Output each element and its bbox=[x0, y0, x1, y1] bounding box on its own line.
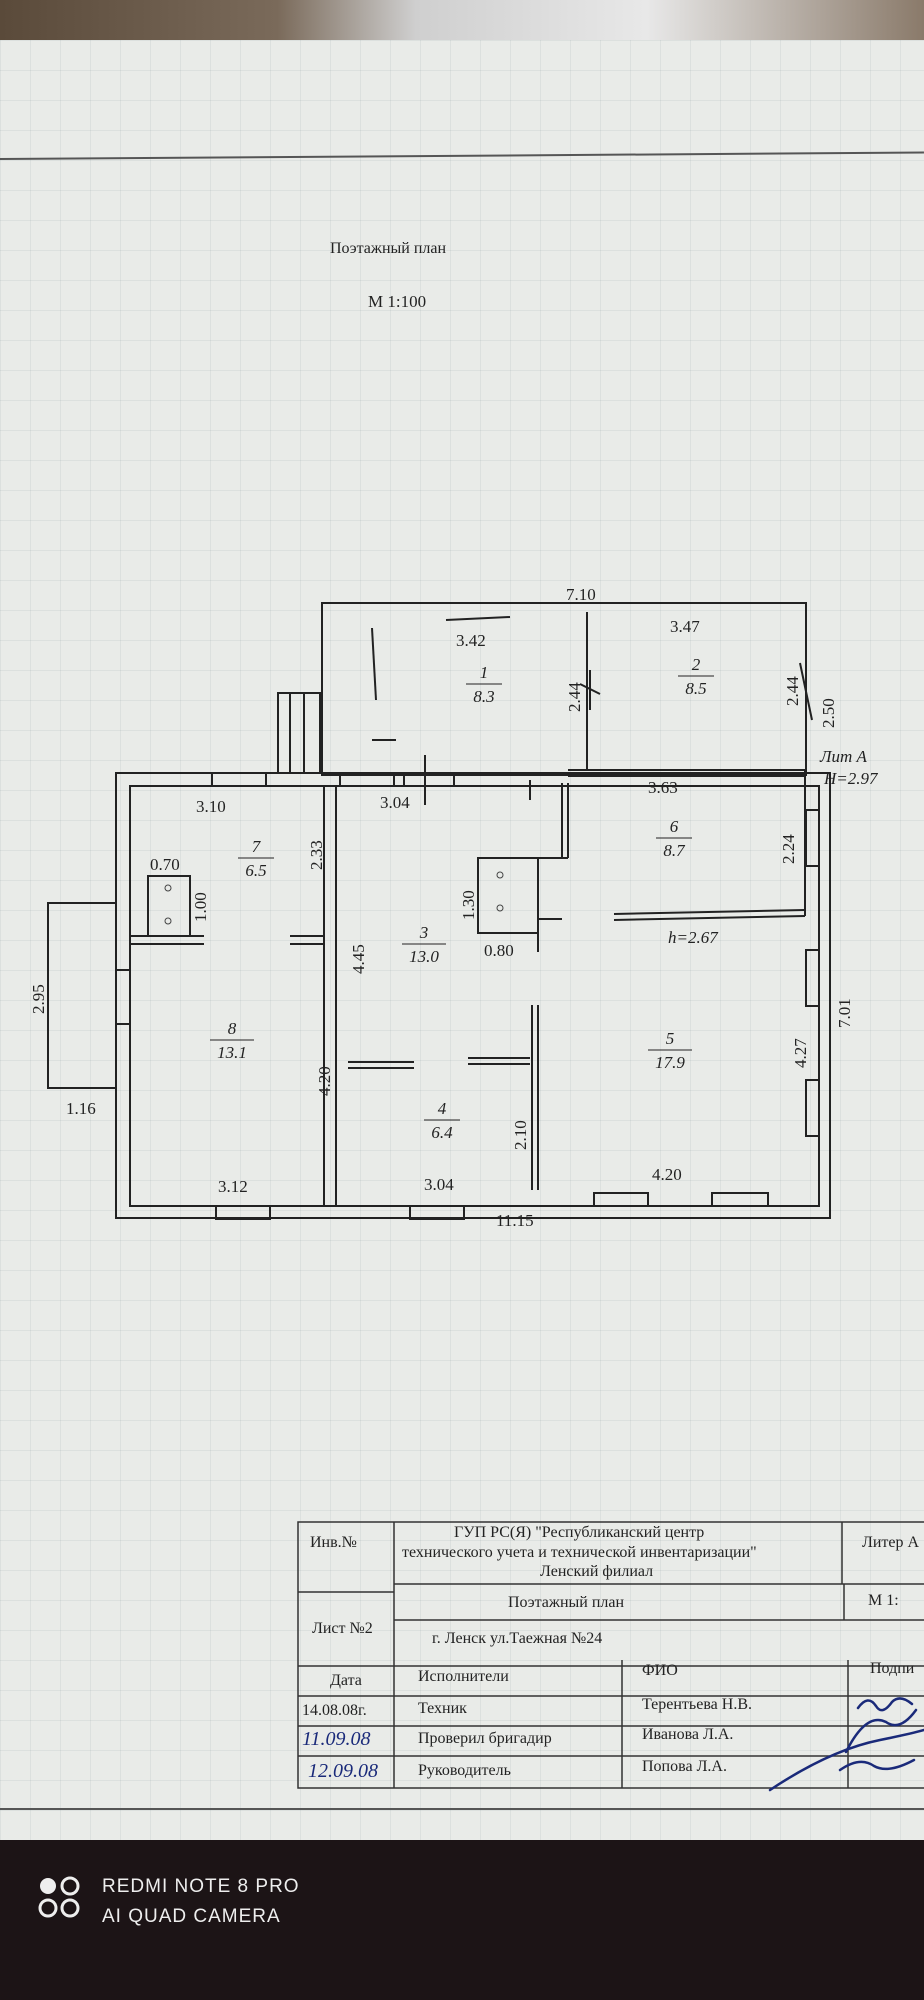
dim-label: 0.80 bbox=[484, 941, 514, 960]
height-label: H=2.97 bbox=[823, 769, 879, 788]
room-number: 2 bbox=[692, 655, 701, 674]
room-number: 4 bbox=[438, 1099, 447, 1118]
room-number: 3 bbox=[419, 923, 429, 942]
dim-label: 2.33 bbox=[307, 840, 326, 870]
dim-label: 3.10 bbox=[196, 797, 226, 816]
stamp-row-role: Руководитель bbox=[418, 1762, 511, 1779]
stamp-col-date: Дата bbox=[330, 1672, 362, 1689]
dim-label: 3.12 bbox=[218, 1177, 248, 1196]
stamp-row-role: Техник bbox=[418, 1700, 467, 1717]
dim-label: 0.70 bbox=[150, 855, 180, 874]
dim-label: 3.04 bbox=[424, 1175, 454, 1194]
page-title: Поэтажный план bbox=[330, 240, 447, 257]
room-area: 8.7 bbox=[663, 841, 686, 860]
dim-label: 2.50 bbox=[819, 698, 838, 728]
room-number: 6 bbox=[670, 817, 679, 836]
room-area: 8.3 bbox=[473, 687, 494, 706]
dim-label: 1.16 bbox=[66, 1099, 96, 1118]
dim-label: 4.27 bbox=[791, 1038, 810, 1068]
dim-label: 4.45 bbox=[349, 944, 368, 974]
camera-logo-icon bbox=[38, 1876, 80, 1918]
stamp-org-line1: ГУП РС(Я) "Республиканский центр bbox=[454, 1524, 705, 1541]
stamp-col-sign: Подпи bbox=[870, 1660, 915, 1677]
stamp-row-role: Проверил бригадир bbox=[418, 1730, 552, 1747]
stamp-inv-label: Инв.№ bbox=[310, 1534, 357, 1551]
photo-bottom-bar bbox=[0, 1840, 924, 2000]
stamp-org-line3: Ленский филиал bbox=[540, 1563, 654, 1580]
room-number: 7 bbox=[252, 837, 262, 856]
dim-label: 4.20 bbox=[652, 1165, 682, 1184]
stamp-row-date: 14.08.08г. bbox=[302, 1702, 367, 1719]
stamp-row-date-handwritten: 12.09.08 bbox=[308, 1760, 378, 1782]
stamp-sheet: Лист №2 bbox=[312, 1620, 373, 1637]
dim-label: 3.04 bbox=[380, 793, 410, 812]
camera-watermark-line1: REDMI NOTE 8 PRO bbox=[102, 1876, 300, 1897]
dim-label: 4.20 bbox=[315, 1066, 334, 1096]
frame-bottom-line bbox=[0, 1808, 924, 1810]
signature-mark bbox=[844, 1708, 918, 1754]
dim-label: 1.30 bbox=[459, 890, 478, 920]
dim-label: 2.95 bbox=[29, 984, 48, 1014]
dim-overall-right: 7.01 bbox=[835, 998, 854, 1028]
signature-mark bbox=[856, 1697, 914, 1712]
stamp-col-exec: Исполнители bbox=[418, 1668, 509, 1685]
signature-mark bbox=[768, 1728, 924, 1792]
stamp-scale: М 1: bbox=[868, 1592, 899, 1609]
room-area: 13.1 bbox=[217, 1043, 247, 1062]
paper-sheet bbox=[0, 40, 924, 1900]
stamp-doc-title: Поэтажный план bbox=[508, 1594, 625, 1611]
dim-overall-top: 7.10 bbox=[566, 585, 596, 604]
stamp-col-fio: ФИО bbox=[642, 1662, 678, 1679]
camera-watermark-line2: AI QUAD CAMERA bbox=[102, 1906, 281, 1927]
stamp-row-fio: Терентьева Н.В. bbox=[642, 1696, 752, 1713]
scale-label: М 1:100 bbox=[368, 292, 427, 311]
room-number: 1 bbox=[480, 663, 489, 682]
camera-watermark: REDMI NOTE 8 PRO AI QUAD CAMERA bbox=[102, 1872, 300, 1932]
stamp-address: г. Ленск ул.Таежная №24 bbox=[432, 1630, 603, 1647]
room-area: 17.9 bbox=[655, 1053, 685, 1072]
signature-mark bbox=[838, 1758, 916, 1772]
lit-label: Лит А bbox=[819, 747, 868, 766]
dim-overall-bottom: 11.15 bbox=[496, 1211, 534, 1230]
dim-label: 2.44 bbox=[783, 676, 802, 706]
room-area: 8.5 bbox=[685, 679, 706, 698]
stamp-liter: Литер А bbox=[862, 1534, 920, 1551]
dim-label: 3.42 bbox=[456, 631, 486, 650]
dim-label: 2.44 bbox=[565, 682, 584, 712]
stamp-row-date-handwritten: 11.09.08 bbox=[302, 1728, 371, 1750]
stamp-org-line2: технического учета и технической инвента… bbox=[402, 1544, 757, 1561]
room-area: 6.4 bbox=[431, 1123, 453, 1142]
h-room-label: h=2.67 bbox=[668, 928, 719, 947]
room-area: 13.0 bbox=[409, 947, 439, 966]
stamp-row-fio: Иванова Л.А. bbox=[642, 1726, 734, 1743]
dim-label: 1.00 bbox=[191, 892, 210, 922]
dim-label: 2.10 bbox=[511, 1120, 530, 1150]
dim-label: 3.63 bbox=[648, 778, 678, 797]
dim-label: 2.24 bbox=[779, 834, 798, 864]
dim-label: 3.47 bbox=[670, 617, 700, 636]
room-area: 6.5 bbox=[245, 861, 266, 880]
room-number: 5 bbox=[666, 1029, 675, 1048]
room-number: 8 bbox=[228, 1019, 237, 1038]
stamp-row-fio: Попова Л.А. bbox=[642, 1758, 727, 1775]
